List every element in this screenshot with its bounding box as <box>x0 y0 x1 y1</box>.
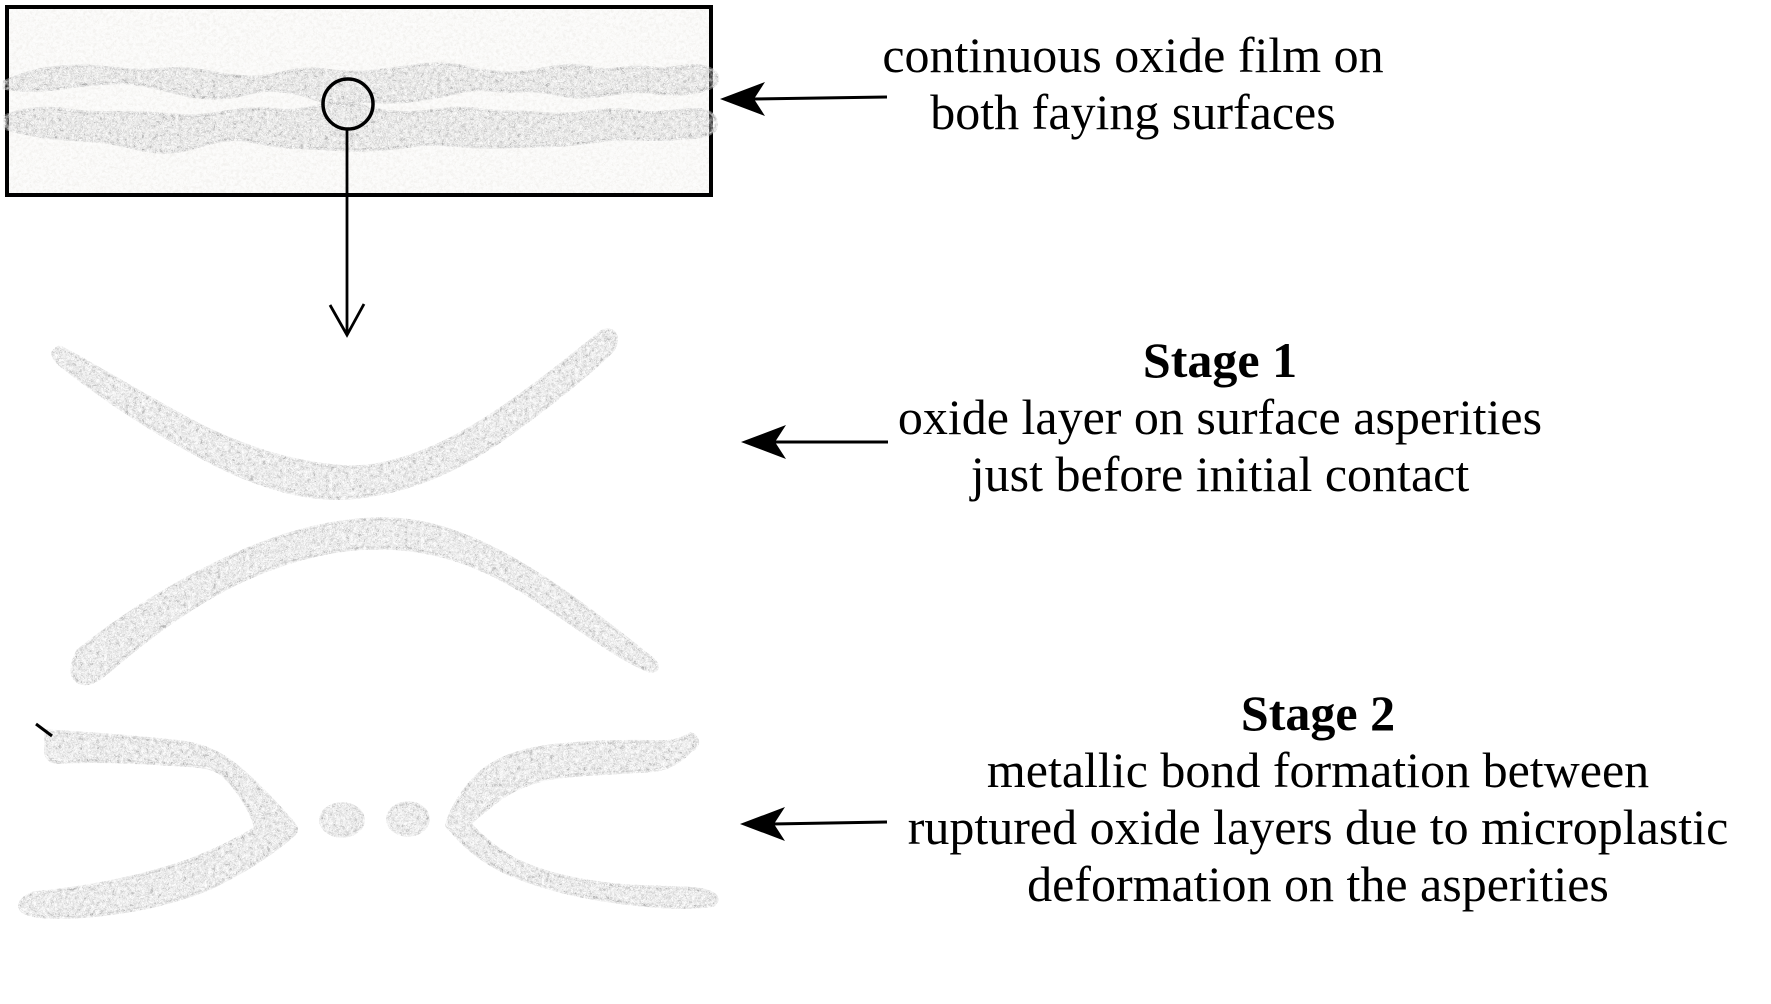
stage1-title: Stage 1 <box>1142 332 1298 388</box>
stage2-title: Stage 2 <box>1240 685 1396 741</box>
top-annotation-caption: continuous oxide film on both faying sur… <box>823 27 1443 141</box>
stage2-right-ruptured-layer <box>447 734 717 907</box>
panel-border <box>5 5 713 197</box>
stage1-annotation-arrow-left-icon <box>741 425 888 459</box>
stage1-upper-oxide-layer <box>53 330 616 498</box>
stage2-ruptured-layers <box>20 722 717 917</box>
caption-line: just before initial contact <box>970 446 1470 502</box>
caption-line: continuous oxide film on <box>882 27 1384 83</box>
zoom-down-arrow-icon <box>328 129 366 338</box>
oxide-film-lower <box>5 103 716 152</box>
stage2-caption: Stage 2 metallic bond formation between … <box>888 685 1748 913</box>
stage1-caption: Stage 1 oxide layer on surface asperitie… <box>870 332 1570 503</box>
caption-line: deformation on the asperities <box>1027 856 1609 912</box>
caption-line: oxide layer on surface asperities <box>897 389 1543 445</box>
metallic-bond-particles <box>321 803 428 836</box>
top-panel-faying-surfaces <box>4 5 718 197</box>
caption-line: both faying surfaces <box>930 84 1336 140</box>
stage1-lower-oxide-layer <box>72 519 657 684</box>
caption-line: metallic bond formation between <box>986 742 1650 798</box>
stage2-annotation-arrow-left-icon <box>740 807 888 841</box>
top-annotation-arrow-left-icon <box>720 82 888 116</box>
stage2-left-ruptured-layer <box>20 722 296 917</box>
caption-line: ruptured oxide layers due to microplasti… <box>907 799 1729 855</box>
stage1-asperities <box>53 330 657 683</box>
oxide-film-upper <box>4 64 718 106</box>
